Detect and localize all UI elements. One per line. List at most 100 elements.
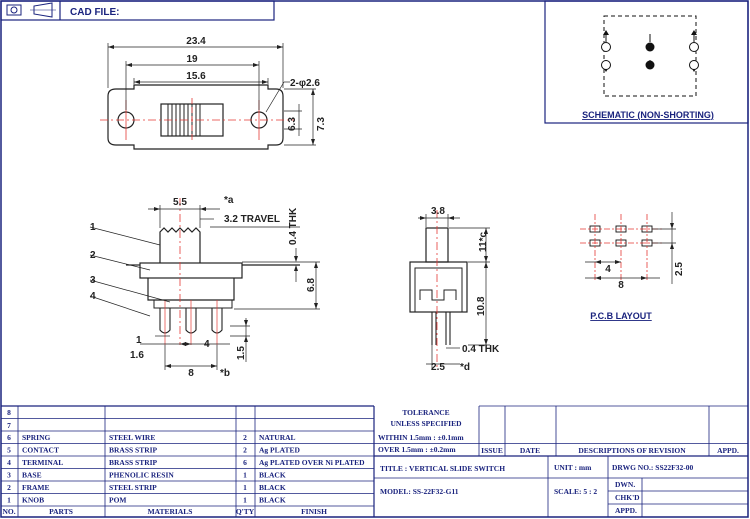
- dim-slot: 15.6: [186, 71, 206, 82]
- bom-cell-part: TERMINAL: [22, 458, 63, 467]
- bom-header-qty: Q'TY: [236, 507, 255, 516]
- side-view: 3.8 11*c 10.8 0.4 THK 2.5 *d: [409, 206, 500, 373]
- title-block: TOLERANCE UNLESS SPECIFIED WITHIN 1.5mm …: [374, 405, 748, 517]
- label-b: *b: [220, 368, 230, 379]
- bom-cell-qty: 6: [243, 458, 247, 467]
- drwg-number: DRWG NO.: SS22F32-00: [612, 463, 693, 472]
- dim-38: 3.8: [431, 206, 445, 217]
- bom-cell-finish: BLACK: [259, 483, 286, 492]
- bom-cell-no: 5: [7, 446, 11, 455]
- dim-25: 2.5: [431, 362, 445, 373]
- header-block: CAD FILE:: [0, 0, 275, 21]
- dim-1: 1: [136, 335, 142, 346]
- bom-header-no: NO.: [2, 507, 15, 516]
- bom-cell-finish: Ag PLATED: [259, 446, 300, 455]
- pcb-layout: 4 8 2.5 P.C.B LAYOUT: [580, 212, 685, 321]
- dim-mount: 19: [186, 54, 198, 65]
- tolerance-label: TOLERANCE: [402, 408, 449, 417]
- bom-empty-no: 8: [7, 408, 11, 417]
- dim-overall: 23.4: [186, 36, 206, 47]
- front-view: 5.5 *a 3.2 TRAVEL 0.4 THK 6.8 1.6 1 4 1.…: [89, 195, 320, 379]
- bom-cell-no: 2: [7, 483, 11, 492]
- bom-cell-material: BRASS STRIP: [109, 446, 158, 455]
- model-label: MODEL: SS-22F32-G11: [380, 487, 459, 496]
- bom-cell-part: SPRING: [22, 433, 51, 442]
- chkd-label: CHK'D: [615, 493, 640, 502]
- scale-label: SCALE: 5 : 2: [554, 487, 597, 496]
- bom-cell-no: 6: [7, 433, 11, 442]
- label-c: 11*c: [478, 232, 489, 252]
- bom-cell-no: 1: [7, 496, 11, 505]
- bom-cell-material: STEEL STRIP: [109, 483, 157, 492]
- bom-cell-qty: 1: [243, 471, 247, 480]
- bom-header-materials: MATERIALS: [148, 507, 193, 516]
- projection-symbol-icon: [6, 2, 56, 18]
- bom-cell-part: FRAME: [22, 483, 50, 492]
- top-view: 23.4 19 15.6 2-φ2.6 6.3 7.3: [100, 36, 327, 150]
- bom-cell-finish: NATURAL: [259, 433, 296, 442]
- dim-knob: 5.5: [173, 197, 187, 208]
- travel-label: 3.2 TRAVEL: [224, 214, 280, 225]
- schematic-block: SCHEMATIC (NON-SHORTING): [544, 0, 749, 124]
- bom-header-finish: FINISH: [301, 507, 327, 516]
- bom-table: 8 7 6 SPRING STEEL WIRE 2 NATURAL 5 CONT…: [1, 405, 375, 517]
- table-row: 2 FRAME STEEL STRIP 1 BLACK: [7, 483, 286, 492]
- callout-1: 1: [90, 222, 96, 233]
- appd2-label: APPD.: [615, 506, 637, 515]
- bom-cell-part: CONTACT: [22, 446, 59, 455]
- revision-label: DESCRIPTIONS OF REVISION: [578, 446, 686, 455]
- pcb-dim-25: 2.5: [674, 262, 685, 276]
- side-thk: 0.4 THK: [462, 344, 500, 355]
- bom-cell-qty: 1: [243, 483, 247, 492]
- thk-label: 0.4 THK: [288, 207, 299, 245]
- dim-15: 1.5: [236, 346, 247, 360]
- date-label: DATE: [520, 446, 540, 455]
- table-row: 6 SPRING STEEL WIRE 2 NATURAL: [7, 433, 295, 442]
- bom-header-parts: PARTS: [49, 507, 73, 516]
- bom-cell-material: POM: [109, 496, 127, 505]
- bom-cell-material: PHENOLIC RESIN: [109, 471, 174, 480]
- dwn-label: DWN.: [615, 480, 635, 489]
- dim-holes: 2-φ2.6: [290, 78, 320, 89]
- bom-cell-finish: BLACK: [259, 471, 286, 480]
- pcb-dim-4: 4: [605, 264, 611, 275]
- table-row: 5 CONTACT BRASS STRIP 2 Ag PLATED: [7, 446, 300, 455]
- dim-68: 6.8: [306, 278, 317, 292]
- dim-8: 8: [188, 368, 194, 379]
- drawing-title: TITLE : VERTICAL SLIDE SWITCH: [380, 464, 505, 473]
- dim-16: 1.6: [130, 350, 144, 361]
- bom-cell-part: BASE: [22, 471, 42, 480]
- table-row: 3 BASE PHENOLIC RESIN 1 BLACK: [7, 471, 286, 480]
- unit-label: UNIT : mm: [554, 463, 592, 472]
- bom-cell-finish: Ag PLATED OVER Ni PLATED: [259, 458, 365, 467]
- schematic-title: SCHEMATIC (NON-SHORTING): [582, 110, 714, 120]
- label-d: *d: [460, 362, 470, 373]
- dim-height-inner: 6.3: [287, 117, 298, 131]
- bom-cell-finish: BLACK: [259, 496, 286, 505]
- callout-2: 2: [90, 250, 96, 261]
- dim-108: 10.8: [476, 296, 487, 316]
- bom-cell-material: STEEL WIRE: [109, 433, 155, 442]
- bom-cell-no: 4: [7, 458, 11, 467]
- label-a: *a: [224, 195, 234, 206]
- appd-label: APPD.: [717, 446, 739, 455]
- bom-cell-no: 3: [7, 471, 11, 480]
- bom-cell-qty: 2: [243, 446, 247, 455]
- unless-label: UNLESS SPECIFIED: [390, 419, 462, 428]
- table-row: 1 KNOB POM 1 BLACK: [7, 496, 286, 505]
- bom-cell-part: KNOB: [22, 496, 44, 505]
- pcb-dim-8: 8: [618, 280, 624, 291]
- dim-4: 4: [204, 339, 210, 350]
- table-row: 4 TERMINAL BRASS STRIP 6 Ag PLATED OVER …: [7, 458, 365, 467]
- issue-label: ISSUE: [481, 446, 503, 455]
- cad-file-label: CAD FILE:: [70, 7, 119, 18]
- bom-cell-qty: 2: [243, 433, 247, 442]
- callout-3: 3: [90, 275, 96, 286]
- tolerance-over: OVER 1.5mm : ±0.2mm: [378, 445, 456, 454]
- callout-4: 4: [90, 291, 96, 302]
- bom-cell-qty: 1: [243, 496, 247, 505]
- bom-empty-no: 7: [7, 421, 11, 430]
- pcb-title: P.C.B LAYOUT: [590, 311, 652, 321]
- bom-cell-material: BRASS STRIP: [109, 458, 158, 467]
